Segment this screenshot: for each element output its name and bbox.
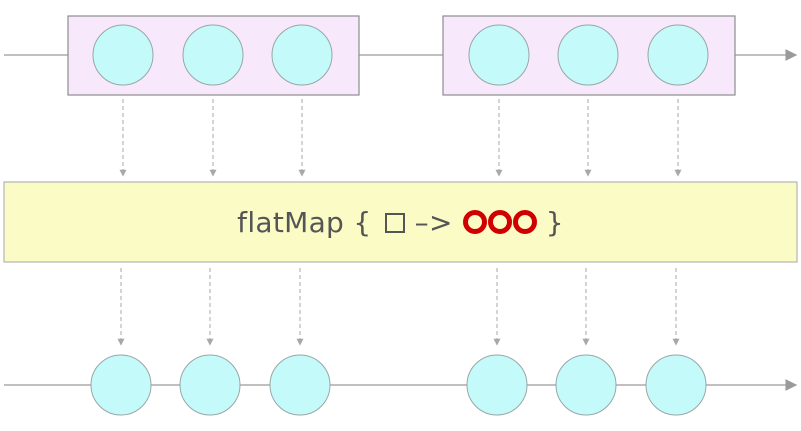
output-marble-3 xyxy=(269,354,331,416)
arrows-into-operator xyxy=(119,99,682,177)
output-marble-2 xyxy=(179,354,241,416)
input-marble-2 xyxy=(182,24,244,86)
output-marble-6 xyxy=(645,354,707,416)
output-marble-4 xyxy=(466,354,528,416)
input-marbles xyxy=(92,24,709,86)
input-marble-1 xyxy=(92,24,154,86)
input-marble-4 xyxy=(468,24,530,86)
input-marble-6 xyxy=(647,24,709,86)
output-marble-5 xyxy=(555,354,617,416)
input-marble-5 xyxy=(557,24,619,86)
output-marbles xyxy=(90,354,707,416)
output-marble-1 xyxy=(90,354,152,416)
input-marble-3 xyxy=(271,24,333,86)
arrows-out-of-operator xyxy=(117,268,680,346)
operator-box xyxy=(3,181,798,263)
